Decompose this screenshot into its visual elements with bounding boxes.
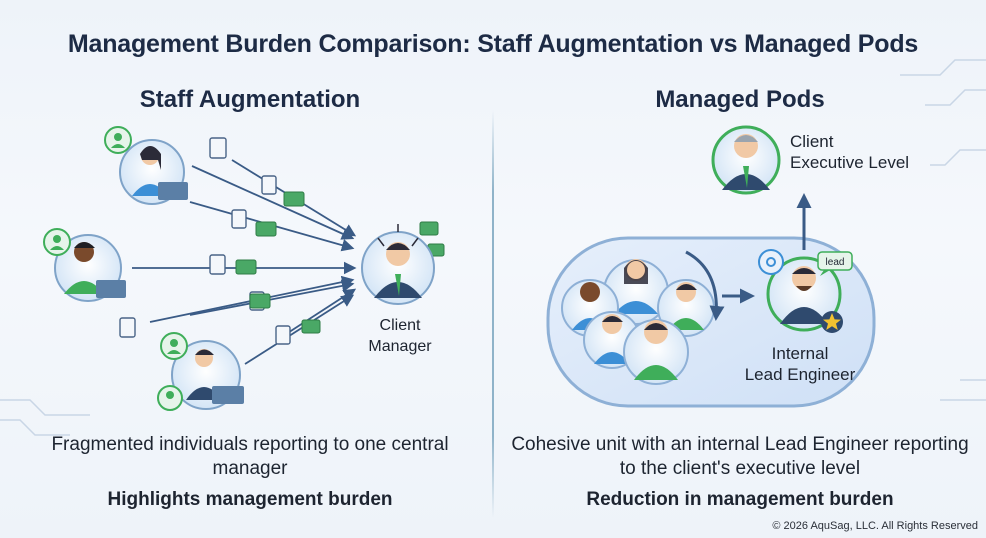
lead-badge: lead — [817, 251, 853, 276]
staff-augmentation-heading: Staff Augmentation — [139, 86, 361, 113]
client-executive-label: Client Executive Level — [790, 132, 910, 172]
star-icon — [821, 311, 843, 333]
lead-engineer-avatar — [766, 256, 842, 332]
managed-pods-caption: Cohesive unit with an internal Lead Engi… — [511, 434, 969, 479]
individual-contributor-2 — [43, 228, 126, 302]
individual-contributor-1 — [104, 126, 188, 205]
envelope-icons — [235, 191, 445, 334]
page-title: Management Burden Comparison: Staff Augm… — [67, 30, 919, 58]
panel-divider — [492, 110, 494, 518]
client-executive-avatar — [711, 125, 781, 195]
staff-augmentation-caption: Fragmented individuals reporting to one … — [51, 434, 449, 479]
lead-badge-text: lead — [826, 257, 845, 268]
lead-engineer-label: Internal Lead Engineer — [744, 344, 856, 384]
client-manager-avatar — [361, 224, 435, 305]
managed-pods-subcaption: Reduction in management burden — [586, 489, 894, 510]
staff-augmentation-subcaption: Highlights management burden — [107, 489, 393, 510]
pod-team-members — [561, 259, 715, 385]
client-manager-label: Client Manager — [368, 317, 432, 355]
pod-arrows — [685, 250, 755, 321]
gear-icon — [758, 249, 784, 275]
individual-contributor-3 — [157, 332, 244, 411]
managed-pods-heading: Managed Pods — [655, 86, 825, 113]
copyright-notice: © 2026 AquSag, LLC. All Rights Reserved — [772, 520, 978, 532]
circuit-decoration — [0, 59, 986, 436]
